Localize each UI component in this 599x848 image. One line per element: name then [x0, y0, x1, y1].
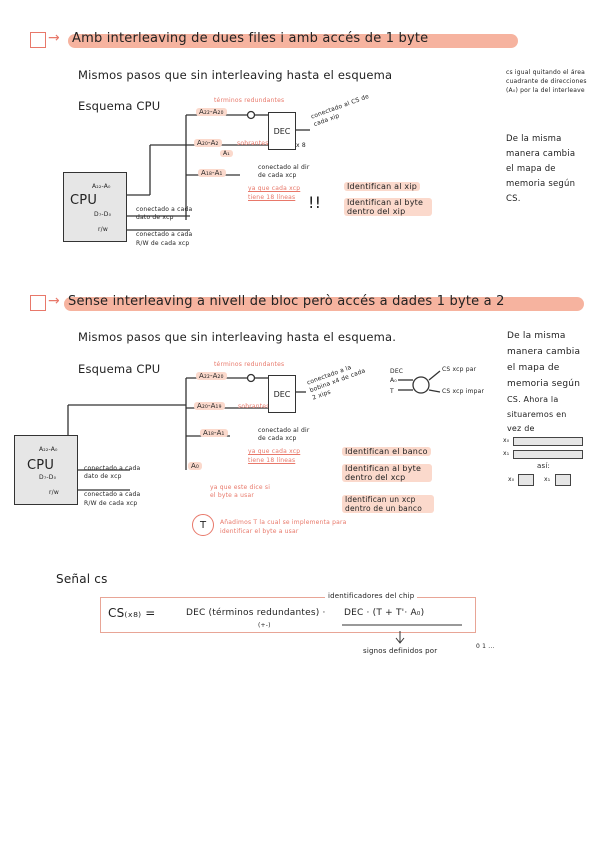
- section2-cpu-label: CPU: [27, 458, 55, 473]
- section1-title-highlight: [68, 34, 518, 48]
- section2-side-l7: vez de: [507, 424, 535, 433]
- section2-conectado-rw: conectado a cada R/W de cada xcp: [84, 491, 141, 507]
- section1-addr-mid-sub: A₁: [220, 150, 233, 157]
- senal-formula-dec1-sub: (+-): [258, 622, 271, 629]
- section2-addr-mid: A₂₀-A₁₉: [194, 402, 225, 410]
- section2-side-x1b: x₁: [544, 476, 551, 483]
- section1-ya-que: ya que cada xcp tiene 18 líneas: [248, 185, 301, 201]
- section2-arrow-icon: →: [48, 293, 60, 309]
- section2-cs-par: CS xcp par: [442, 366, 477, 373]
- section2-ya-que: ya que cada xcp tiene 18 líneas: [248, 448, 301, 464]
- section2-intro: Mismos pasos que sin interleaving hasta …: [78, 330, 397, 344]
- section1-addr-mid: A₂₀-A₂: [194, 139, 222, 147]
- section2-schema-label: Esquema CPU: [78, 362, 161, 376]
- section1-side2-l2: manera cambia: [506, 149, 576, 159]
- section1-side2-l3: el mapa de: [506, 164, 556, 174]
- senal-formula-dec1: DEC (términos redundantes) ·: [186, 608, 326, 618]
- section2-t-circle: T: [192, 514, 214, 536]
- section2-ident-xip: Identifican un xcp dentro de un banco: [342, 495, 434, 513]
- section1-cpu-data: D₇-D₀: [94, 211, 112, 218]
- section2-cpu-data: D₇-D₀: [39, 474, 57, 481]
- section2-dec2-in0: A₀: [390, 377, 397, 384]
- section1-cpu-addr: A₂₂-A₀: [92, 183, 111, 190]
- section1-intro: Mismos pasos que sin interleaving hasta …: [78, 68, 393, 82]
- section2-addr-hi: A₂₂-A₂₀: [196, 372, 227, 380]
- section2-side-x1: x₁: [503, 450, 510, 457]
- section2-side-bar0: [513, 437, 583, 446]
- section2-t-note: Añadimos T la cual se implementa para id…: [220, 519, 347, 535]
- section1-checkbox[interactable]: [30, 32, 46, 48]
- section2-side-l1: De la misma: [507, 331, 566, 341]
- section2-side-l2: manera cambia: [507, 347, 581, 357]
- section1-ident-xip: Identifican al xip: [344, 182, 421, 191]
- section1-side2-l1: De la misma: [506, 134, 562, 144]
- section1-cpu-label: CPU: [70, 193, 98, 208]
- section1-addr-hi: A₂₂-A₂₀: [196, 108, 227, 116]
- section1-conectado-rw: conectado a cada R/W de cada xcp: [136, 231, 193, 247]
- section1-terminos: términos redundantes: [214, 97, 285, 104]
- section2-cpu-addr: A₂₂-A₀: [39, 446, 58, 453]
- section1-dec-mult: x 8: [296, 142, 306, 149]
- section1-cpu-box: A₂₂-A₀ CPU D₇-D₀ r/w: [63, 172, 127, 242]
- section2-terminos: términos redundantes: [214, 361, 285, 368]
- section1-sobrantes: sobrantes: [237, 140, 269, 147]
- section2-cs-impar: CS xcp impar: [442, 388, 485, 395]
- senal-title: Señal cs: [56, 572, 108, 586]
- section1-side2-l4: memoria según: [506, 179, 576, 189]
- section2-side-asi: así:: [537, 462, 551, 470]
- section1-title: Amb interleaving de dues files i amb acc…: [72, 31, 429, 46]
- section2-cpu-rw: r/w: [49, 489, 59, 496]
- section2-ident-banco: Identifican el banco: [342, 447, 431, 456]
- senal-formula-lhs: CS₍ₓ₈₎ =: [108, 606, 156, 620]
- section2-side-sq0: [518, 474, 534, 486]
- section2-addr-low: A₁₈-A₁: [200, 429, 228, 437]
- section1-ident-byte: Identifican al byte dentro del xip: [344, 198, 432, 216]
- section2-side-sq1: [555, 474, 571, 486]
- section2-a0-note: ya que este dice si el byte a usar: [210, 484, 271, 499]
- section2-side-x0b: x₀: [508, 476, 515, 483]
- section2-side-bar1: [513, 450, 583, 459]
- section2-sobrantes: sobrantes: [238, 403, 270, 410]
- senal-formula-dec2: DEC · (T + T'· A₀): [344, 608, 425, 618]
- section2-dec2-label: DEC: [390, 368, 404, 375]
- section2-a0: A₀: [188, 462, 202, 470]
- senal-formula-box: [100, 597, 476, 633]
- section2-dec2-in1: T: [390, 388, 394, 395]
- senal-formula-under: signos definidos por: [363, 647, 438, 655]
- section2-side-l5: CS. Ahora la: [507, 395, 559, 404]
- section2-conectado-dir: conectado al dir de cada xcp: [258, 427, 310, 442]
- section1-side-note: cs igual quitando el área cuadrante de d…: [506, 69, 587, 94]
- section1-dec-label: DEC: [273, 126, 291, 136]
- section2-t-symbol: T: [199, 519, 207, 531]
- section2-checkbox[interactable]: [30, 295, 46, 311]
- section1-conectado-dir: conectado al dir de cada xcp: [258, 164, 310, 179]
- section2-conectado-dato: conectado a cada dato de xcp: [84, 465, 141, 480]
- section1-dec-box: DEC: [268, 112, 296, 150]
- section2-cpu-box: A₂₂-A₀ CPU D₇-D₀ r/w: [14, 435, 78, 505]
- section2-side-l4: memoria según: [507, 379, 581, 389]
- section1-excl: !!: [308, 193, 322, 212]
- section1-arrow-icon: →: [48, 30, 60, 46]
- section2-title-highlight: [64, 297, 584, 311]
- section2-ident-byte: Identifican al byte dentro del xcp: [342, 464, 432, 482]
- section1-cpu-rw: r/w: [98, 226, 108, 233]
- section2-dec-box: DEC: [268, 375, 296, 413]
- section2-side-x0: x₀: [503, 437, 510, 444]
- section2-title: Sense interleaving a nivell de bloc però…: [68, 294, 505, 309]
- section1-addr-low: A₁₈-A₁: [198, 169, 226, 177]
- section1-schema-label: Esquema CPU: [78, 99, 161, 113]
- section2-dec-label: DEC: [273, 389, 291, 399]
- section1-side2-l5: CS.: [506, 194, 521, 204]
- section1-conectado-dato: conectado a cada dato de xcp: [136, 206, 193, 221]
- senal-formula-under2: 0 1 ...: [476, 643, 495, 650]
- section2-side-l3: el mapa de: [507, 363, 560, 373]
- section2-side-l6: situaremos en: [507, 410, 567, 419]
- senal-formula-over: identificadores del chip: [325, 592, 418, 600]
